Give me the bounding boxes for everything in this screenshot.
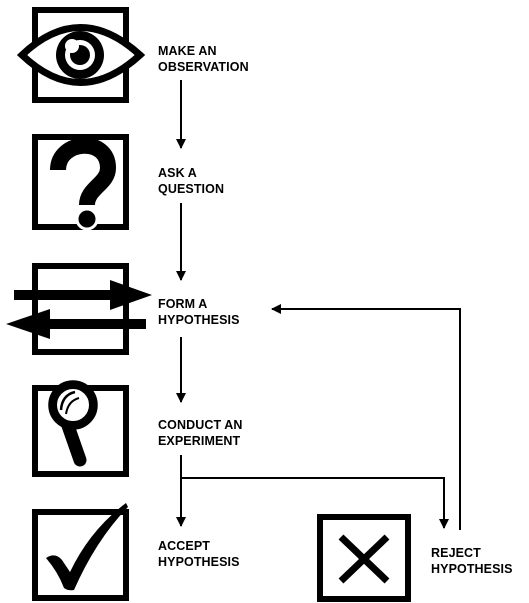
question-box — [32, 134, 129, 231]
eye-icon — [16, 24, 146, 86]
experiment-box — [32, 380, 129, 477]
reject-box — [317, 514, 411, 602]
observation-box — [16, 7, 146, 103]
step-label-line: EXPERIMENT — [158, 434, 241, 448]
step-label-question: ASK A QUESTION — [158, 165, 224, 197]
checkmark-icon — [46, 503, 128, 591]
step-label-line: HYPOTHESIS — [431, 562, 513, 576]
accept-box — [32, 503, 129, 601]
question-mark-icon — [50, 137, 117, 231]
step-label-accept: ACCEPT HYPOTHESIS — [158, 538, 240, 570]
opposing-arrows-icon — [6, 280, 152, 339]
step-label-line: CONDUCT AN — [158, 418, 243, 432]
step-label-line: HYPOTHESIS — [158, 313, 240, 327]
step-label-reject: REJECT HYPOTHESIS — [431, 545, 513, 577]
hypothesis-box — [6, 263, 152, 355]
arrow-experiment-to-reject — [181, 477, 449, 529]
step-label-experiment: CONDUCT AN EXPERIMENT — [158, 417, 243, 449]
step-label-line: ACCEPT — [158, 539, 210, 553]
magnifying-glass-icon — [48, 380, 98, 467]
arrow-reject-to-hypothesis — [271, 304, 461, 530]
step-label-observation: MAKE AN OBSERVATION — [158, 43, 249, 75]
x-mark-icon — [338, 534, 390, 584]
step-label-line: FORM A — [158, 297, 208, 311]
step-label-line: QUESTION — [158, 182, 225, 196]
flow-arrows — [176, 80, 461, 530]
step-label-line: HYPOTHESIS — [158, 555, 240, 569]
step-label-line: MAKE AN — [158, 44, 217, 58]
step-label-line: ASK A — [158, 166, 197, 180]
step-label-line: OBSERVATION — [158, 60, 249, 74]
step-label-line: REJECT — [431, 546, 481, 560]
step-label-hypothesis: FORM A HYPOTHESIS — [158, 296, 240, 328]
